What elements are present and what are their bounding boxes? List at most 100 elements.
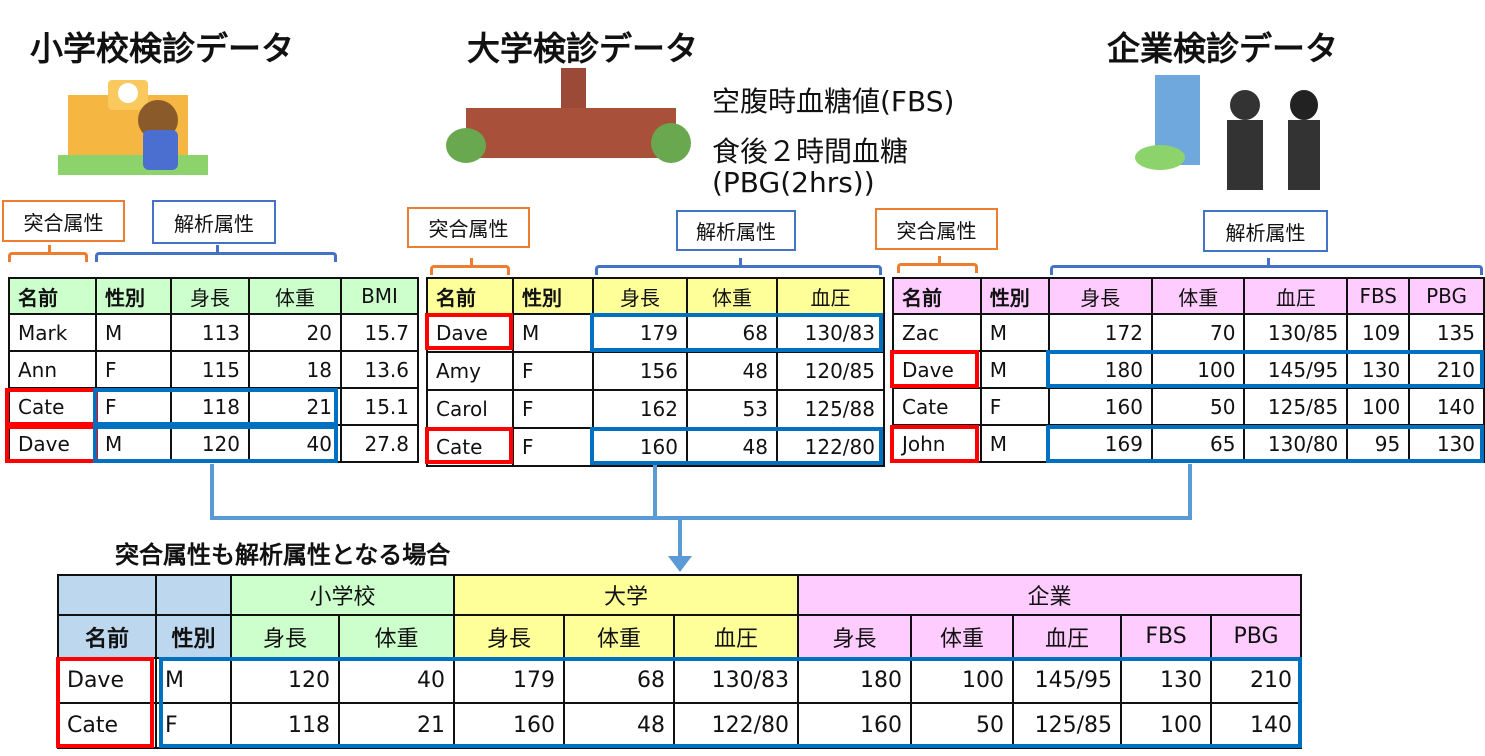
- match-highlight: [5, 425, 98, 463]
- analysis-bracket: [95, 245, 337, 262]
- table-cell: 18: [248, 350, 342, 389]
- table-cell: 48: [563, 702, 675, 749]
- table-cell: 140: [1408, 387, 1485, 426]
- table-cell: Mark: [8, 313, 97, 352]
- table-cell: Ann: [8, 350, 97, 389]
- table-cell: 160: [592, 427, 688, 467]
- table-cell: Dave: [8, 424, 97, 463]
- table-cell: 122/80: [673, 702, 799, 749]
- table-cell: 125/88: [776, 389, 885, 429]
- table-cell: 125/85: [1012, 702, 1122, 749]
- match-highlight: [5, 388, 98, 426]
- table-cell: John: [892, 424, 982, 463]
- table-cell: Carol: [426, 389, 514, 429]
- table-cell: 109: [1346, 313, 1411, 352]
- table-cell: 15.1: [340, 387, 419, 426]
- connector-arrow-shaft: [678, 516, 682, 560]
- table-cell: 130/80: [1243, 424, 1349, 463]
- table-cell: 100: [1120, 702, 1212, 749]
- column-header: FBS: [1120, 614, 1212, 659]
- school-title: 小学校検診データ: [30, 29, 294, 68]
- analysis-highlight: [93, 425, 338, 463]
- analysis-bracket: [1050, 258, 1483, 275]
- column-header: 体重: [910, 614, 1014, 659]
- table-cell: 210: [1210, 657, 1302, 704]
- column-header: 血圧: [1012, 614, 1122, 659]
- column-header: 性別: [95, 277, 172, 315]
- table-cell: F: [512, 351, 594, 391]
- fbs-note: 空腹時血糖値(FBS): [712, 85, 955, 118]
- column-header: 身長: [230, 614, 340, 659]
- table-cell: 130: [1120, 657, 1212, 704]
- table-cell: 160: [797, 702, 912, 749]
- group-header: [57, 574, 157, 616]
- group-header: 企業: [797, 574, 1302, 616]
- table-cell: 162: [592, 389, 688, 429]
- match-bracket: [8, 245, 88, 262]
- analysis-attr-label-company: 解析属性: [1203, 210, 1328, 252]
- university-title: 大学検診データ: [467, 29, 698, 68]
- table-cell: Amy: [426, 351, 514, 391]
- analysis-highlight: [590, 427, 883, 465]
- column-header: 血圧: [776, 277, 885, 315]
- table-cell: 135: [1408, 313, 1485, 352]
- group-header: [155, 574, 232, 616]
- table-cell: 130: [1408, 424, 1485, 463]
- table-cell: 130/85: [1243, 313, 1349, 352]
- connector-line: [653, 464, 657, 520]
- column-header: 身長: [1047, 277, 1153, 315]
- table-cell: 130/83: [673, 657, 799, 704]
- table-cell: 145/95: [1243, 350, 1349, 389]
- table-cell: 122/80: [776, 427, 885, 467]
- column-header: 身長: [453, 614, 565, 659]
- table-cell: 156: [592, 351, 688, 391]
- pbg-note-1: 食後２時間血糖: [712, 135, 909, 168]
- column-header: 身長: [592, 277, 688, 315]
- column-header: 名前: [8, 277, 97, 315]
- header-row: 名前性別身長体重血圧: [426, 277, 885, 315]
- school-illustration: [58, 75, 213, 185]
- table-cell: 48: [686, 351, 778, 391]
- analysis-highlight: [93, 388, 338, 426]
- table-cell: 70: [1150, 313, 1246, 352]
- column-header: 体重: [1150, 277, 1246, 315]
- group-header: 大学: [453, 574, 799, 616]
- column-header: 性別: [512, 277, 594, 315]
- table-cell: 100: [1346, 387, 1411, 426]
- connector-line: [210, 464, 214, 520]
- match-highlight: [890, 425, 979, 463]
- column-header: 名前: [57, 614, 157, 659]
- connector-line: [1188, 464, 1192, 520]
- column-header: BMI: [340, 277, 419, 315]
- table-cell: Cate: [892, 387, 982, 426]
- pbg-note-2: (PBG(2hrs)): [712, 166, 875, 199]
- column-header: 名前: [426, 277, 514, 315]
- column-header: 身長: [797, 614, 912, 659]
- connector-line: [210, 516, 1192, 520]
- match-highlight: [56, 657, 154, 748]
- analysis-attr-label-university: 解析属性: [676, 210, 796, 251]
- group-header: 小学校: [230, 574, 455, 616]
- arrow-down-icon: [668, 556, 692, 572]
- match-highlight: [425, 313, 513, 350]
- table-cell: 15.7: [340, 313, 419, 352]
- table-cell: 20: [248, 313, 342, 352]
- table-cell: M: [979, 424, 1050, 463]
- table-cell: 120/85: [776, 351, 885, 391]
- match-attr-label-school: 突合属性: [2, 200, 125, 242]
- table-cell: 172: [1047, 313, 1153, 352]
- column-header: 体重: [686, 277, 778, 315]
- table-cell: 13.6: [340, 350, 419, 389]
